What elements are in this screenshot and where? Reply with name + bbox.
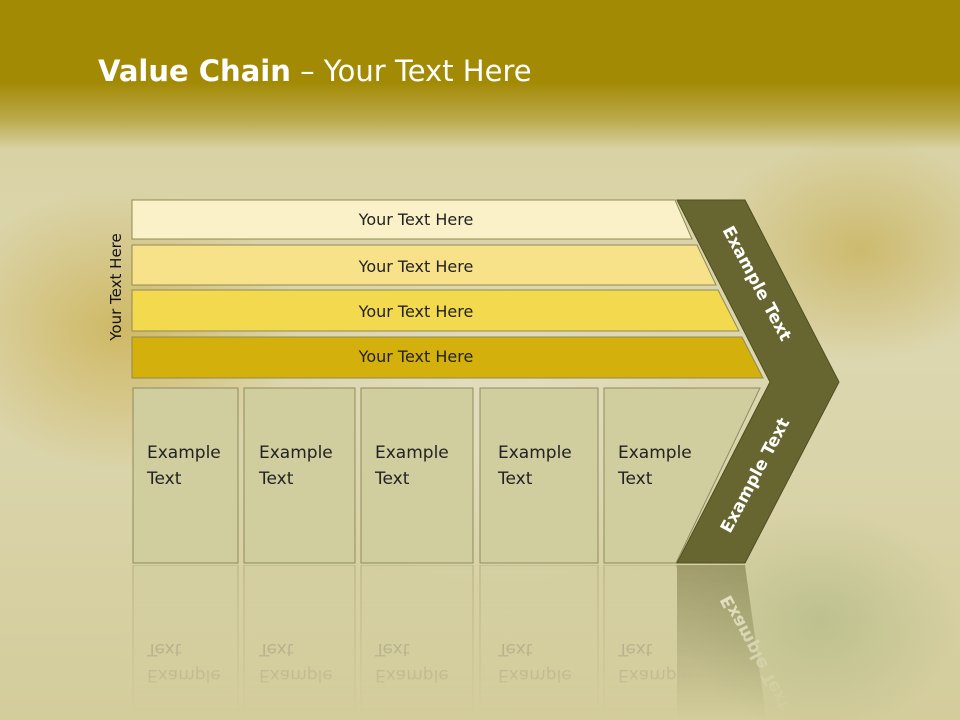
band: Your Text Here xyxy=(131,336,764,379)
title-bar xyxy=(0,0,960,150)
band-shape xyxy=(131,244,717,286)
activity-box-shape xyxy=(603,387,761,564)
diagram-main: Your Text Here Your Text Here Your Text … xyxy=(131,199,840,564)
reflection-text: Example xyxy=(375,665,449,685)
reflection-box xyxy=(479,564,599,720)
activity-box-line1: Example xyxy=(618,443,692,463)
reflection-text: Text xyxy=(497,639,533,659)
activity-box-line1: Example xyxy=(375,443,449,463)
reflection-text: Text xyxy=(374,639,410,659)
reflection-box xyxy=(360,564,474,720)
activity-box: Example Text xyxy=(603,387,761,564)
chevron-shape xyxy=(676,199,840,564)
reflection-text: Text xyxy=(617,639,653,659)
activity-box-line2: Text xyxy=(258,469,294,489)
reflection-text: Example xyxy=(498,665,572,685)
slide-title-rest: – Your Text Here xyxy=(290,54,532,88)
activity-box: Example Text xyxy=(479,387,599,564)
activity-box-shape xyxy=(132,387,239,564)
reflection-box xyxy=(243,564,356,720)
reflection-text: Example xyxy=(147,665,221,685)
band-label: Your Text Here xyxy=(358,257,474,276)
activity-box: Example Text xyxy=(243,387,356,564)
diagram-reflection: Example Text Example Text Example Text E… xyxy=(132,564,794,720)
reflection-chevron xyxy=(677,565,767,720)
activity-box-line1: Example xyxy=(147,443,221,463)
activity-box-line1: Example xyxy=(259,443,333,463)
activity-box-line2: Text xyxy=(146,469,182,489)
activity-box-line2: Text xyxy=(374,469,410,489)
band-shape xyxy=(131,289,740,332)
activity-box: Example Text xyxy=(360,387,474,564)
band-label: Your Text Here xyxy=(358,210,474,229)
band: Your Text Here xyxy=(131,244,717,286)
reflection-text: Example xyxy=(259,665,333,685)
reflection-text: Text xyxy=(258,639,294,659)
band-shape xyxy=(131,336,764,379)
activity-box-line1: Example xyxy=(498,443,572,463)
activity-box-shape xyxy=(243,387,356,564)
activity-box-shape xyxy=(360,387,474,564)
activity-box-line2: Text xyxy=(617,469,653,489)
activity-box-line2: Text xyxy=(497,469,533,489)
reflection-text: Example xyxy=(618,665,692,685)
band-label: Your Text Here xyxy=(358,347,474,366)
reflection-box xyxy=(132,564,239,720)
activity-box-shape xyxy=(479,387,599,564)
band-label: Your Text Here xyxy=(358,302,474,321)
activity-box: Example Text xyxy=(132,387,239,564)
band: Your Text Here xyxy=(131,199,693,240)
band: Your Text Here xyxy=(131,289,740,332)
slide-title: Value Chain – Your Text Here xyxy=(98,54,532,88)
slide-title-bold: Value Chain xyxy=(98,54,291,88)
band-shape xyxy=(131,199,693,240)
reflection-text: Text xyxy=(146,639,182,659)
